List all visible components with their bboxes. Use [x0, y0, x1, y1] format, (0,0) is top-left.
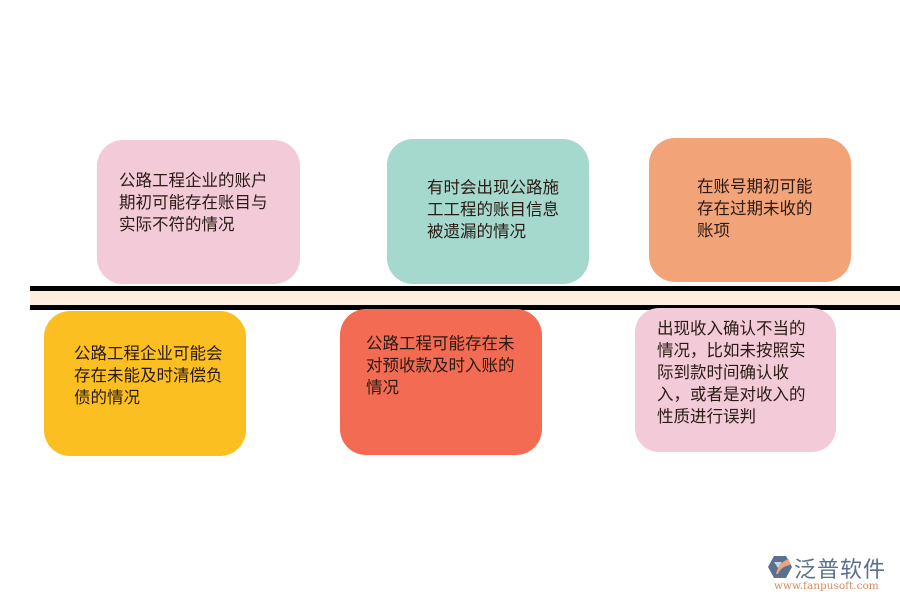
card-top-3: 在账号期初可能存在过期未收的账项: [649, 138, 851, 282]
card-bottom-2: 公路工程可能存在未对预收款及时入账的情况: [340, 309, 542, 455]
card-top-2: 有时会出现公路施工工程的账目信息被遗漏的情况: [387, 139, 589, 284]
card-top-1-text: 公路工程企业的账户期初可能存在账目与实际不符的情况: [119, 171, 268, 234]
watermark-url: www.fanpusoft.com: [774, 580, 879, 592]
watermark-brand: 泛普软件: [794, 558, 887, 583]
card-bottom-3: 出现收入确认不当的情况，比如未按照实际到款时间确认收入，或者是对收入的性质进行误…: [635, 308, 836, 452]
card-bottom-1: 公路工程企业可能会存在未能及时清偿负债的情况: [44, 311, 246, 456]
fanpu-logo-icon: [768, 556, 792, 578]
timeline-divider: [30, 286, 900, 310]
card-bottom-3-text: 出现收入确认不当的情况，比如未按照实际到款时间确认收入，或者是对收入的性质进行误…: [657, 319, 806, 426]
card-top-2-text: 有时会出现公路施工工程的账目信息被遗漏的情况: [427, 178, 559, 241]
card-top-3-text: 在账号期初可能存在过期未收的账项: [697, 177, 813, 240]
watermark-logo: 泛普软件 www.fanpusoft.com: [768, 552, 898, 596]
card-top-1: 公路工程企业的账户期初可能存在账目与实际不符的情况: [97, 140, 300, 284]
card-bottom-2-text: 公路工程可能存在未对预收款及时入账的情况: [366, 334, 515, 397]
card-bottom-1-text: 公路工程企业可能会存在未能及时清偿负债的情况: [74, 344, 223, 407]
